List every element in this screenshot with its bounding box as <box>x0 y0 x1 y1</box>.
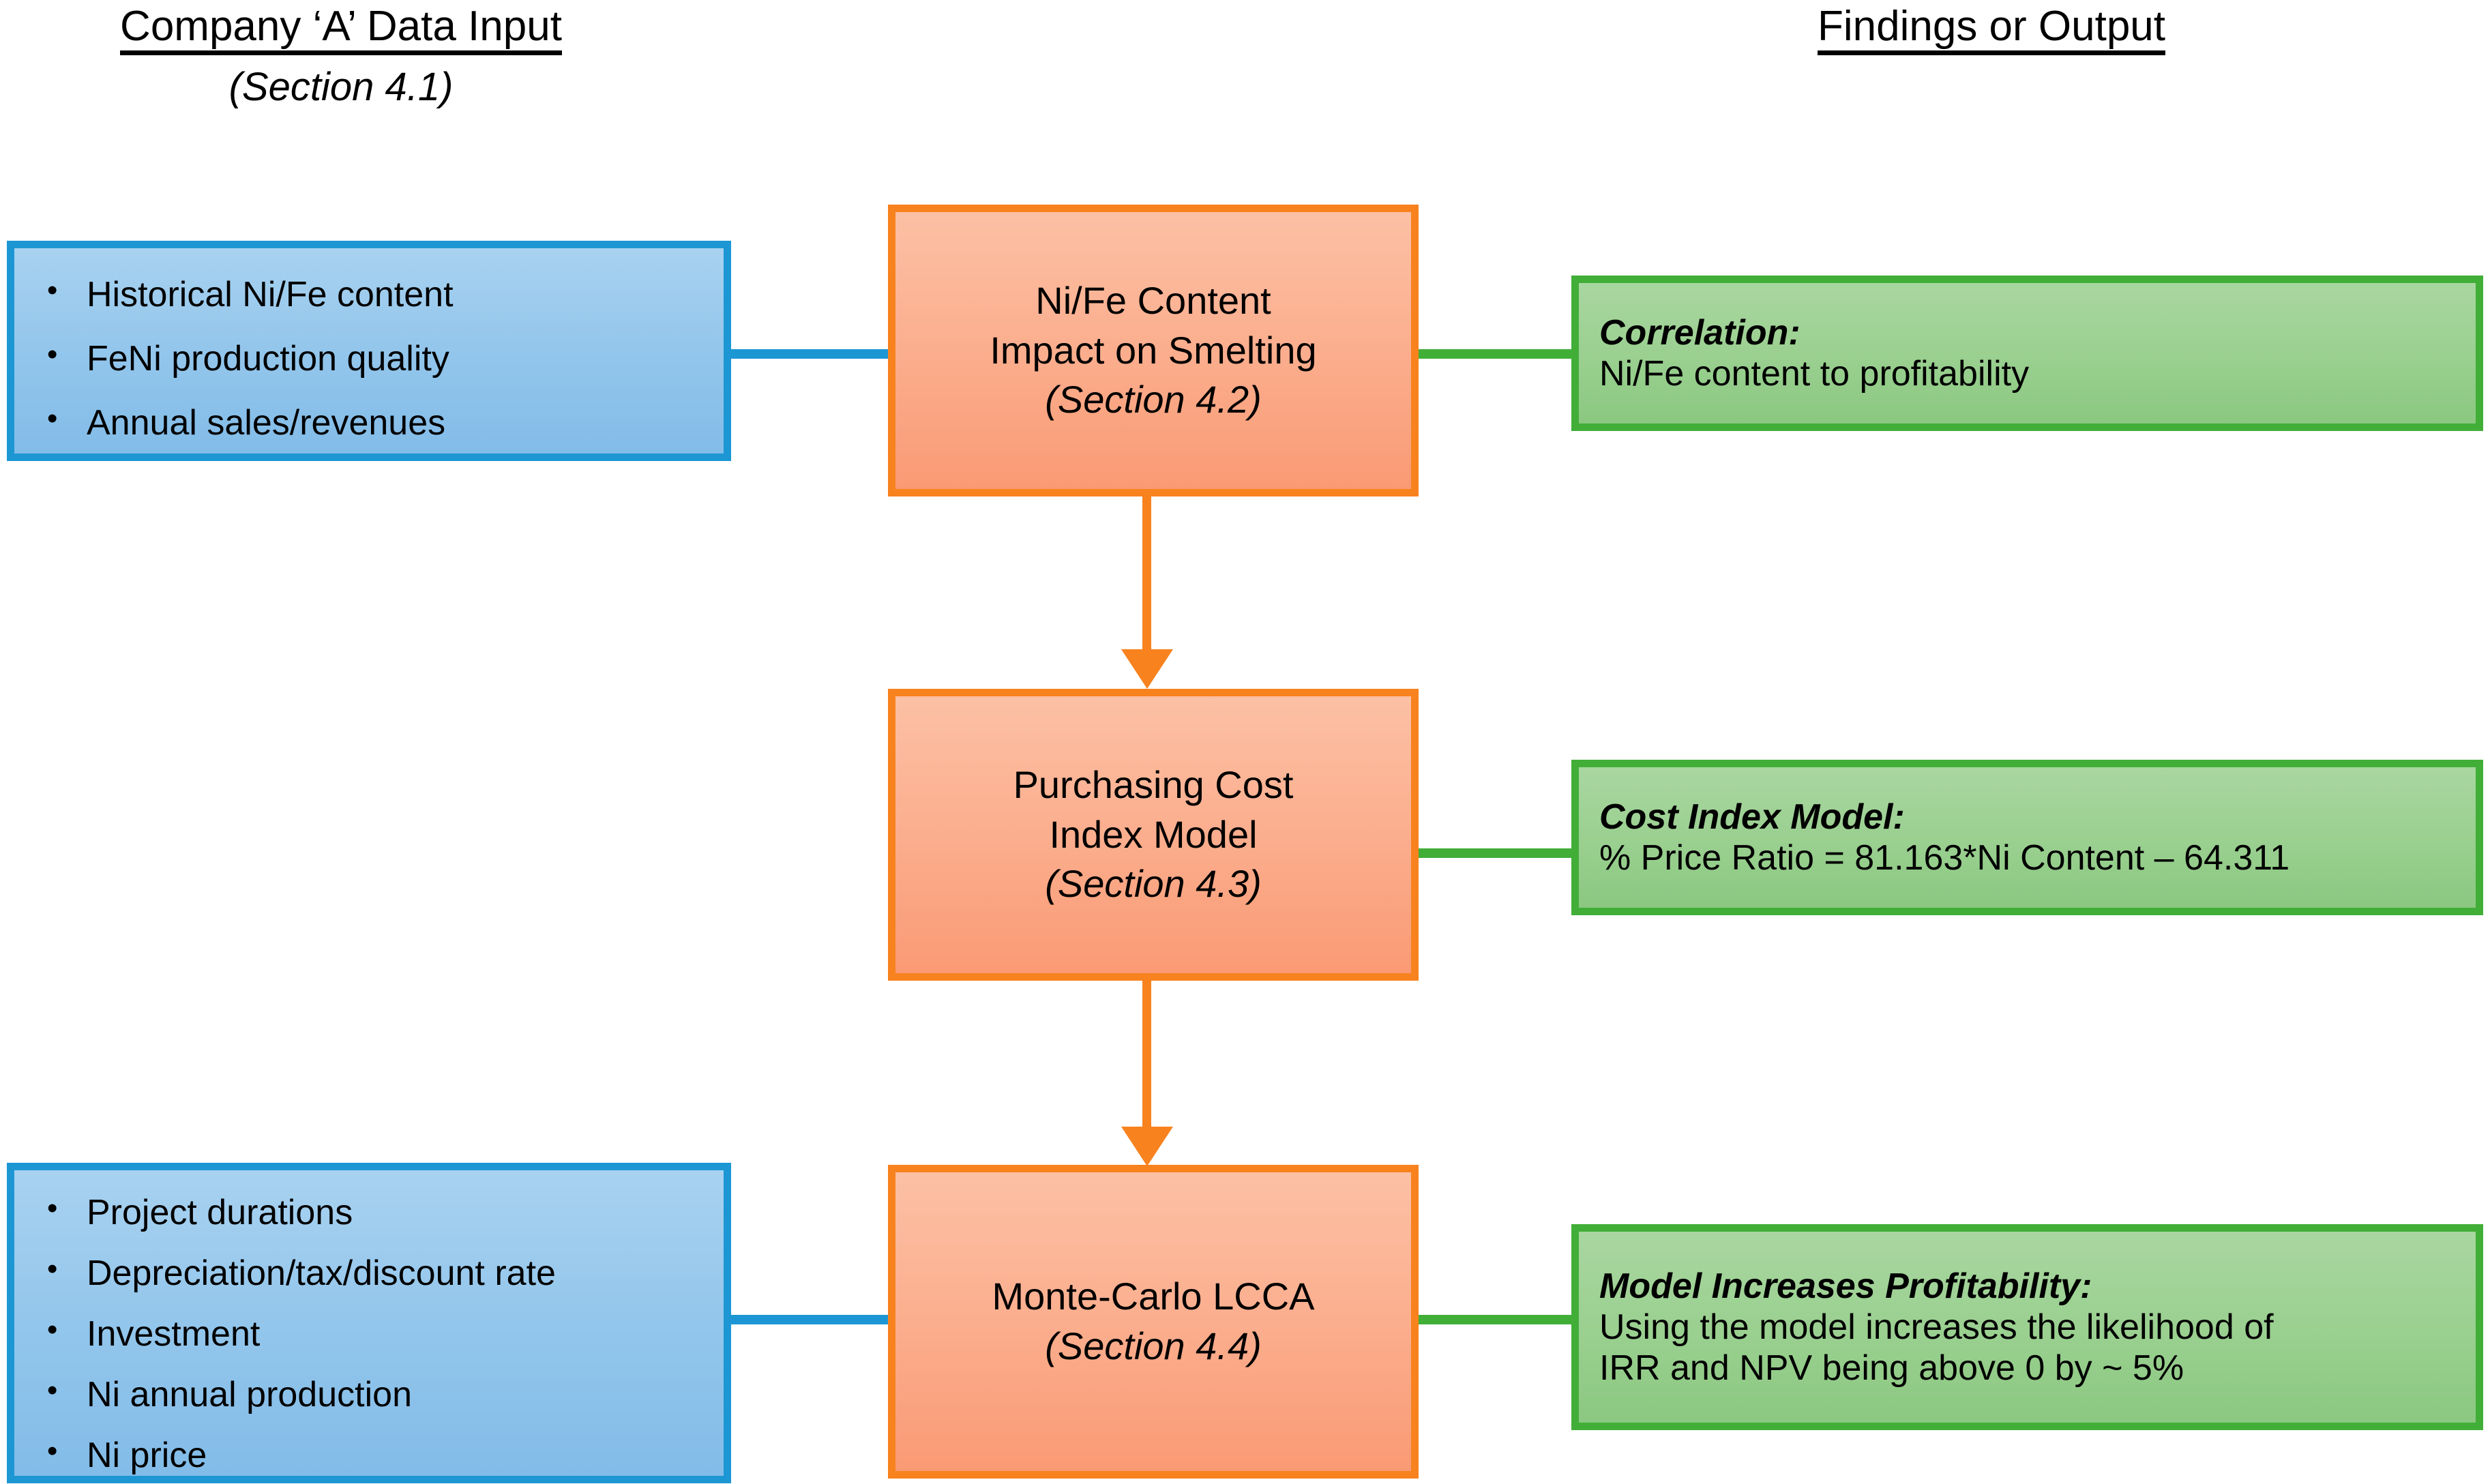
finding-heading: Correlation: <box>1599 312 1800 353</box>
input-box-historical-data[interactable]: Historical Ni/Fe content FeNi production… <box>7 241 731 461</box>
process-line: Impact on Smelting <box>990 328 1317 372</box>
list-item: Ni price <box>14 1436 724 1473</box>
process-line: Index Model <box>1049 812 1258 856</box>
finding-box-model-increases-profitability[interactable]: Model Increases Profitability: Using the… <box>1571 1224 2483 1430</box>
list-item: Ni annual production <box>14 1376 724 1412</box>
header-left-subtitle: (Section 4.1) <box>228 64 454 109</box>
list-item: FeNi production quality <box>14 340 724 376</box>
finding-body-line: Ni/Fe content to profitability <box>1599 354 2030 394</box>
list-item: Historical Ni/Fe content <box>14 276 724 312</box>
finding-body-line: IRR and NPV being above 0 by ~ 5% <box>1599 1348 2184 1389</box>
process-section-label: (Section 4.2) <box>1045 378 1262 421</box>
header-right-column: Findings or Output <box>1541 4 2442 55</box>
arrow-process2-to-process3-head <box>1121 1127 1173 1166</box>
process-box-nife-content-impact[interactable]: Ni/Fe Content Impact on Smelting (Sectio… <box>888 205 1419 496</box>
list-item: Annual sales/revenues <box>14 404 724 441</box>
process-line: Purchasing Cost <box>1013 762 1294 806</box>
connector-process2-to-finding2 <box>1407 848 1574 858</box>
connector-process1-to-finding1 <box>1407 349 1574 359</box>
finding-body-line: % Price Ratio = 81.163*Ni Content – 64.3… <box>1599 838 2290 878</box>
finding-heading: Model Increases Profitability: <box>1599 1266 2092 1306</box>
finding-heading: Cost Index Model: <box>1599 797 1905 837</box>
input-box-lcca-parameters[interactable]: Project durations Depreciation/tax/disco… <box>7 1163 731 1483</box>
process-box-purchasing-cost-index-model[interactable]: Purchasing Cost Index Model (Section 4.3… <box>888 689 1419 981</box>
input-bullet-list: Project durations Depreciation/tax/disco… <box>14 1193 724 1473</box>
finding-box-cost-index-model[interactable]: Cost Index Model: % Price Ratio = 81.163… <box>1571 760 2483 915</box>
finding-box-correlation[interactable]: Correlation: Ni/Fe content to profitabil… <box>1571 276 2483 431</box>
connector-input2-to-process3 <box>723 1315 892 1324</box>
process-line: Ni/Fe Content <box>1035 278 1271 322</box>
connector-process3-to-finding3 <box>1407 1315 1574 1324</box>
arrow-process2-to-process3-stem <box>1142 977 1151 1133</box>
connector-input1-to-process1 <box>723 349 892 359</box>
finding-body-line: Using the model increases the likelihood… <box>1599 1307 2274 1347</box>
input-bullet-list: Historical Ni/Fe content FeNi production… <box>14 276 724 441</box>
list-item: Project durations <box>14 1193 724 1230</box>
header-left-column: Company ‘A’ Data Input (Section 4.1) <box>27 4 655 108</box>
list-item: Investment <box>14 1315 724 1352</box>
arrow-process1-to-process2-head <box>1121 649 1173 689</box>
list-item: Depreciation/tax/discount rate <box>14 1254 724 1291</box>
process-section-label: (Section 4.3) <box>1045 862 1262 906</box>
process-line: Monte-Carlo LCCA <box>992 1275 1315 1318</box>
header-left-title: Company ‘A’ Data Input <box>120 4 562 55</box>
header-right-title: Findings or Output <box>1817 4 2166 55</box>
arrow-process1-to-process2-stem <box>1142 492 1151 656</box>
process-section-label: (Section 4.4) <box>1045 1324 1262 1367</box>
process-box-monte-carlo-lcca[interactable]: Monte-Carlo LCCA (Section 4.4) <box>888 1165 1419 1479</box>
